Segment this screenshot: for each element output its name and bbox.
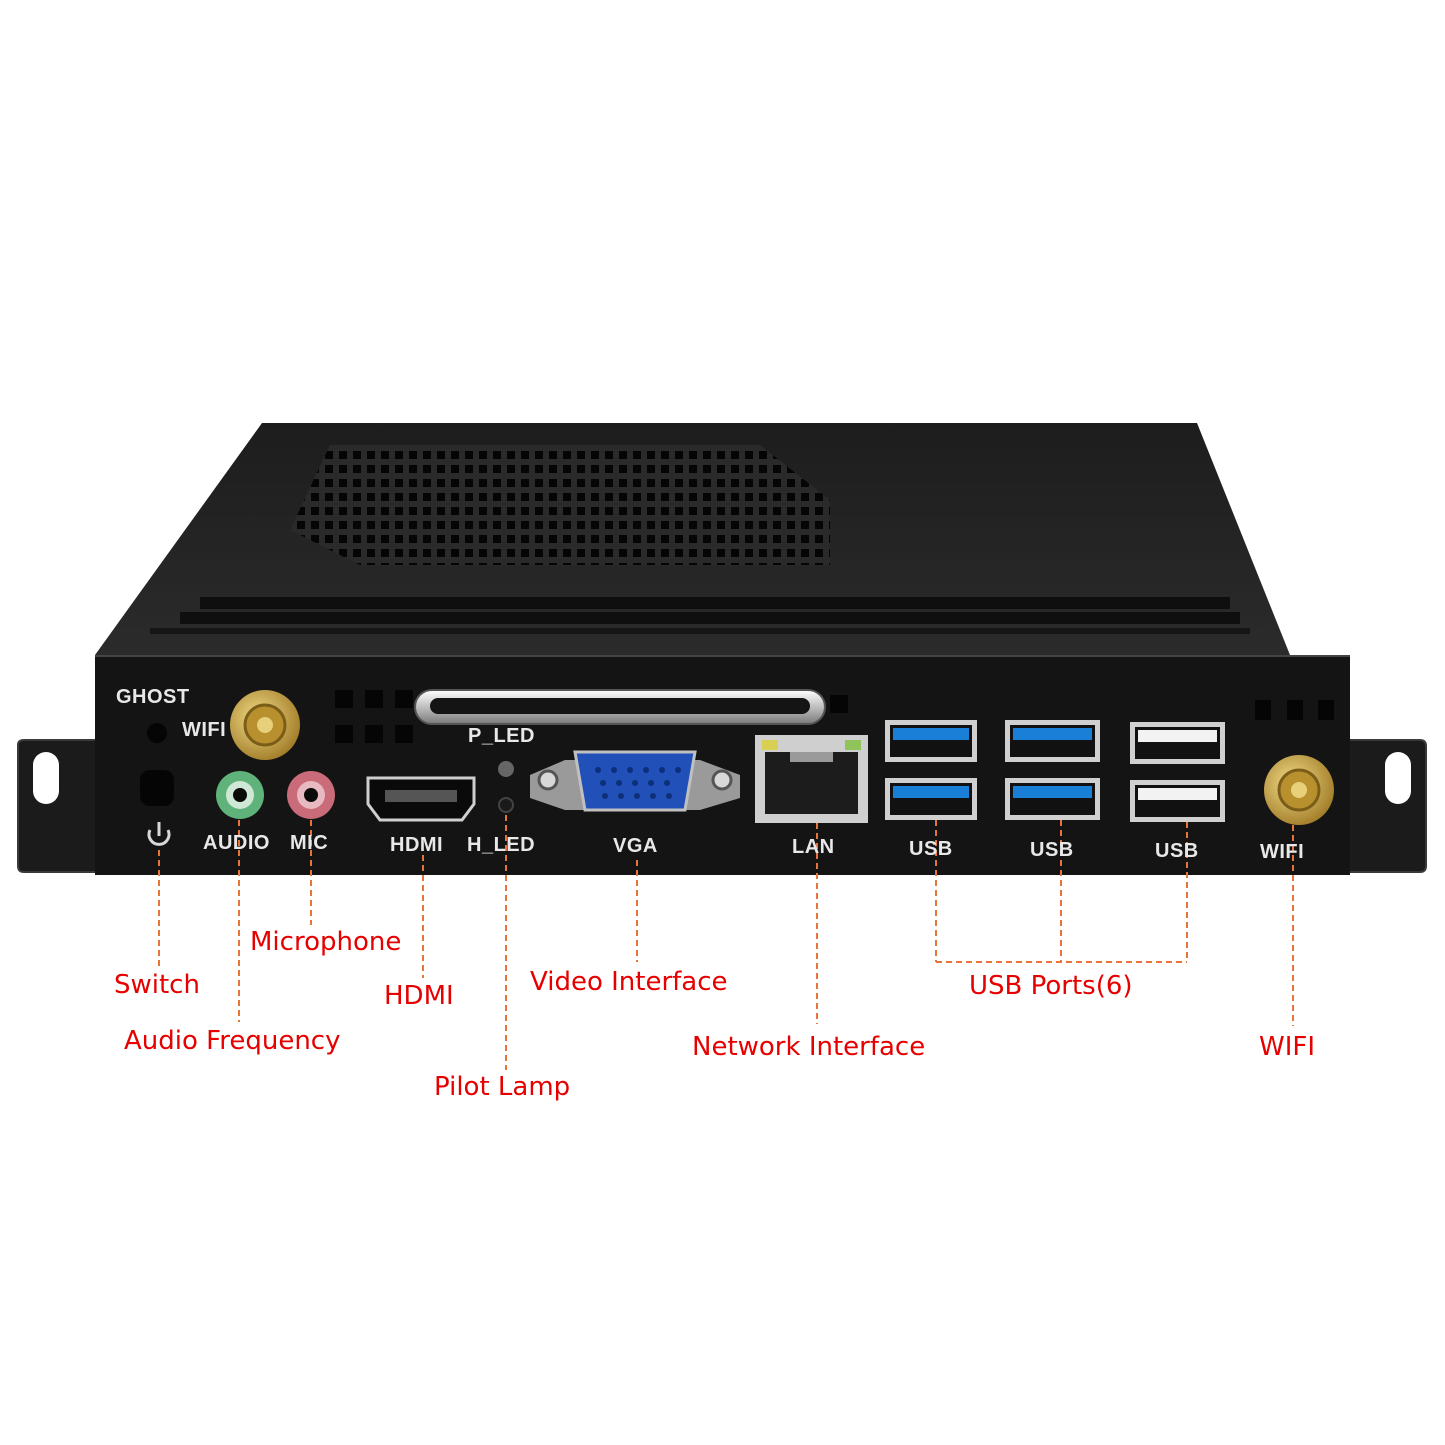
lan-port xyxy=(755,735,868,823)
right-bracket xyxy=(1344,739,1427,873)
callout-wifi: WIFI xyxy=(1259,1032,1315,1062)
lan-label: LAN xyxy=(792,836,835,858)
h-led xyxy=(498,797,514,813)
usb3-port xyxy=(1005,778,1100,820)
antenna-right-icon xyxy=(1264,755,1334,825)
p-led xyxy=(498,761,514,777)
mic-jack xyxy=(287,771,335,819)
p-led-label: P_LED xyxy=(468,725,535,747)
usb3-port xyxy=(1005,720,1100,762)
callout-network-interface: Network Interface xyxy=(692,1032,926,1062)
power-icon xyxy=(147,822,171,846)
switch-button xyxy=(140,770,174,806)
h-led-label: H_LED xyxy=(467,834,536,856)
leader-lines xyxy=(158,815,1294,1070)
vga-label: VGA xyxy=(613,835,658,857)
audio-label: AUDIO xyxy=(203,832,270,854)
callout-microphone: Microphone xyxy=(250,927,402,957)
usb-label-2: USB xyxy=(1030,839,1074,861)
antenna-top-icon xyxy=(230,690,300,760)
usb2-port xyxy=(1130,722,1225,764)
hdmi-label: HDMI xyxy=(390,834,444,856)
callout-hdmi: HDMI xyxy=(384,981,454,1011)
ghost-label: GHOST xyxy=(116,686,190,708)
vga-port xyxy=(530,750,740,812)
hdmi-port xyxy=(366,776,476,822)
wifi-top-label: WIFI xyxy=(182,719,227,741)
usb-ports-group xyxy=(885,720,1225,822)
left-bracket xyxy=(17,739,101,873)
vent-grid xyxy=(290,445,830,565)
callout-pilot-lamp: Pilot Lamp xyxy=(434,1072,571,1102)
usb-label-1: USB xyxy=(909,838,953,860)
audio-jack xyxy=(216,771,264,819)
usb3-port xyxy=(885,778,977,820)
callout-video-interface: Video Interface xyxy=(530,967,728,997)
callout-switch: Switch xyxy=(114,970,200,1000)
callout-audio-frequency: Audio Frequency xyxy=(124,1026,341,1056)
usb2-port xyxy=(1130,780,1225,822)
usb3-port xyxy=(885,720,977,762)
callout-usb-ports: USB Ports(6) xyxy=(969,971,1133,1001)
wifi-right-label: WIFI xyxy=(1260,841,1305,863)
mic-label: MIC xyxy=(290,832,329,854)
usb-label-3: USB xyxy=(1155,840,1199,862)
